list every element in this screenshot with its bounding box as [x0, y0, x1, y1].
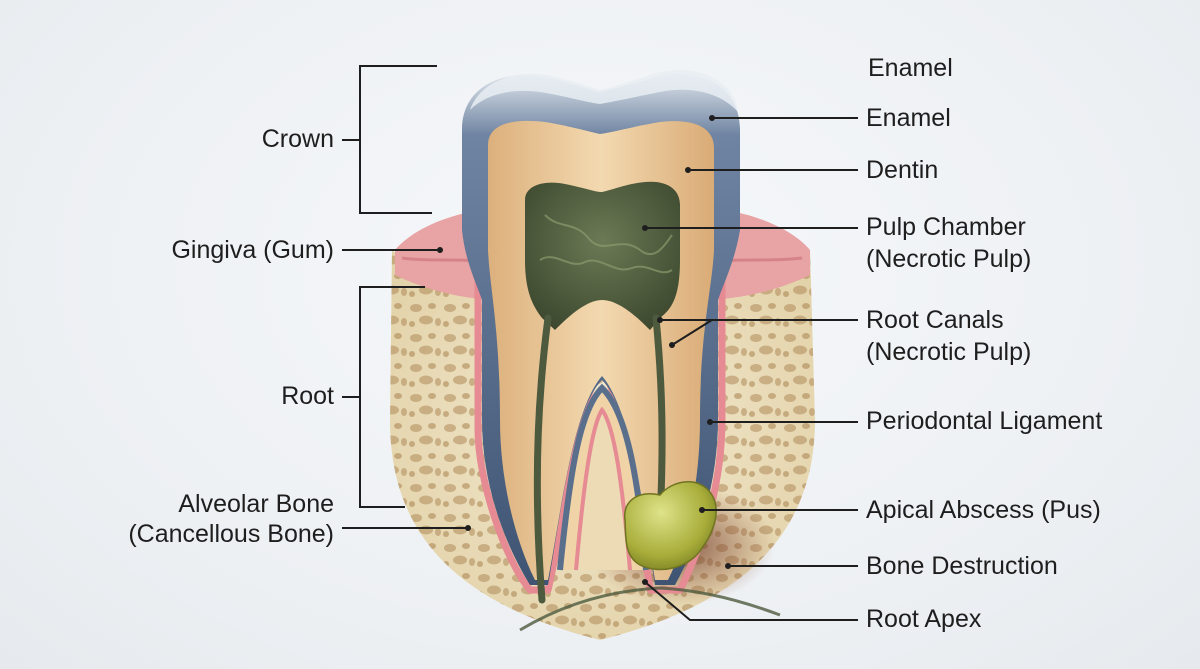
label-bone-destruction: Bone Destruction [866, 552, 1058, 580]
label-apical-abscess: Apical Abscess (Pus) [866, 496, 1101, 524]
root-canals-leader [660, 319, 858, 346]
root-bracket [342, 286, 425, 508]
label-alveolar-bone-sub: (Cancellous Bone) [128, 520, 334, 548]
pulp-chamber-shape [525, 181, 680, 330]
apical-abscess-shape [624, 481, 717, 571]
root-canal-right [652, 314, 666, 524]
label-root-canals: Root Canals [866, 306, 1004, 334]
root-apex-leader [644, 581, 858, 621]
root-canal-left [533, 314, 552, 604]
label-gingiva: Gingiva (Gum) [171, 236, 334, 264]
label-root: Root [281, 382, 334, 410]
label-alveolar-bone: Alveolar Bone [178, 490, 334, 518]
crown-bracket [342, 65, 437, 214]
label-periodontal-ligament: Periodontal Ligament [866, 407, 1103, 435]
label-pulp-chamber-sub: (Necrotic Pulp) [866, 245, 1032, 273]
label-pulp-chamber: Pulp Chamber [866, 213, 1026, 241]
label-root-canals-sub: (Necrotic Pulp) [866, 338, 1032, 366]
label-enamel: Enamel [866, 104, 951, 132]
label-root-apex: Root Apex [866, 605, 982, 633]
label-crown: Crown [261, 125, 334, 153]
label-dentin: Dentin [866, 156, 939, 184]
label-enamel-top: Enamel [868, 54, 953, 82]
